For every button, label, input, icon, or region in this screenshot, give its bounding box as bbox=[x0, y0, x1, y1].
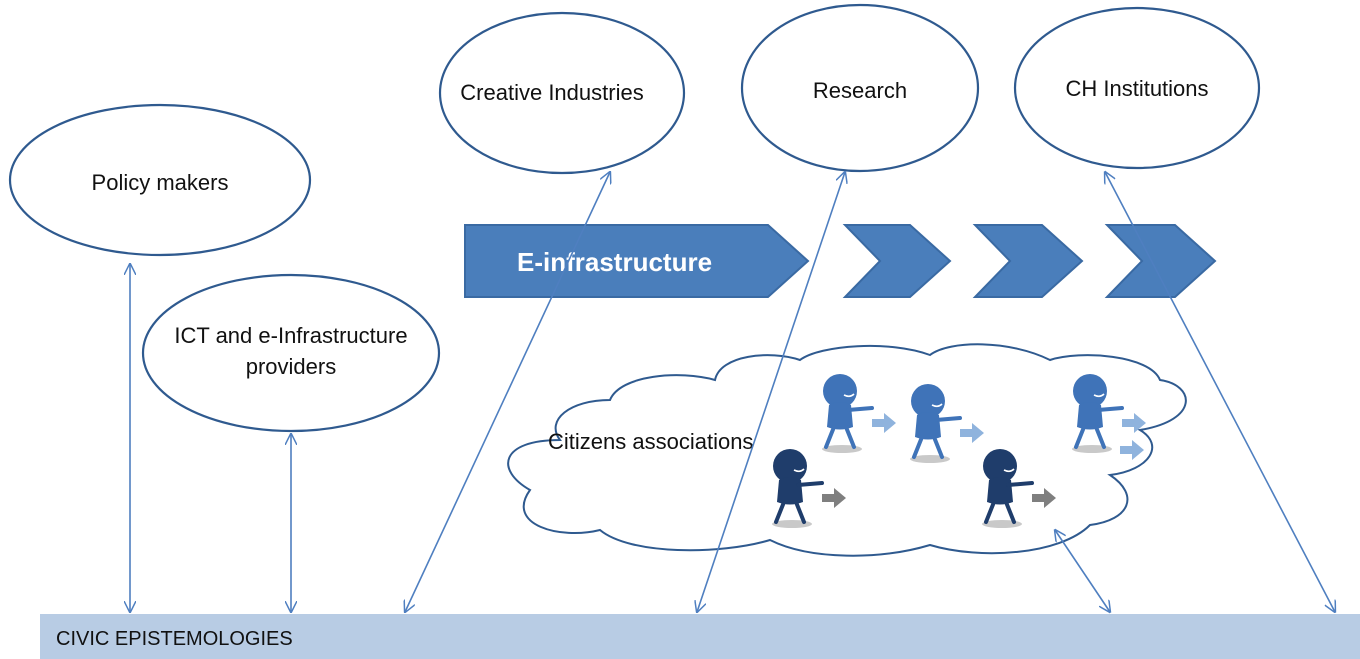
person-legs bbox=[984, 500, 1016, 524]
e-infrastructure-chevron-3 bbox=[1104, 224, 1217, 298]
citizens-associations-label: Citizens associations bbox=[548, 429, 753, 454]
person-figure bbox=[982, 449, 1056, 528]
person-arm bbox=[846, 406, 874, 412]
creative-industries-label: Creative Industries bbox=[460, 80, 643, 105]
person-body bbox=[777, 477, 803, 505]
person-body bbox=[827, 402, 853, 430]
ict-providers-node bbox=[141, 273, 441, 433]
e-infrastructure-label: E-infrastructure bbox=[517, 247, 712, 277]
person-legs bbox=[774, 500, 806, 524]
person-legs bbox=[1074, 425, 1106, 449]
civic-epistemologies-label: CIVIC EPISTEMOLOGIES bbox=[56, 628, 293, 650]
person-face bbox=[1093, 393, 1105, 398]
citizens-associations-connector bbox=[1055, 530, 1110, 612]
person-direction-arrow bbox=[960, 423, 984, 443]
ict-providers-label-line2: providers bbox=[246, 354, 336, 379]
person-face bbox=[843, 393, 855, 398]
policy-makers-node bbox=[8, 103, 312, 257]
person-body bbox=[1077, 402, 1103, 430]
person-arm bbox=[1096, 406, 1124, 412]
policy-makers-label: Policy makers bbox=[92, 170, 229, 195]
person-face bbox=[793, 468, 805, 473]
person-face bbox=[1003, 468, 1015, 473]
research-connector bbox=[697, 172, 845, 612]
person-head bbox=[773, 449, 807, 483]
person-head bbox=[983, 449, 1017, 483]
ict-providers-label-line1: ICT and e-Infrastructure bbox=[174, 323, 407, 348]
person-figure bbox=[910, 384, 984, 463]
person-legs bbox=[912, 435, 944, 459]
people-group bbox=[772, 374, 1146, 528]
e-infrastructure-chevron-2 bbox=[972, 224, 1084, 298]
person-arm bbox=[796, 481, 824, 487]
person-direction-arrow bbox=[1032, 488, 1056, 508]
ch-institutions-connector bbox=[1105, 172, 1335, 612]
person-figure bbox=[822, 374, 896, 453]
person-legs bbox=[824, 425, 856, 449]
person-direction-arrow bbox=[822, 488, 846, 508]
person-head bbox=[1073, 374, 1107, 408]
person-body bbox=[987, 477, 1013, 505]
research-label: Research bbox=[813, 78, 907, 103]
person-figure bbox=[772, 449, 846, 528]
person-direction-arrow bbox=[1120, 440, 1144, 460]
person-face bbox=[931, 403, 943, 408]
person-head bbox=[823, 374, 857, 408]
person-arm bbox=[934, 416, 962, 422]
person-head bbox=[911, 384, 945, 418]
person-arm bbox=[1006, 481, 1034, 487]
civic-epistemologies-band bbox=[40, 614, 1360, 659]
person-figure bbox=[1120, 440, 1144, 460]
ch-institutions-label: CH Institutions bbox=[1065, 76, 1208, 101]
person-figure bbox=[1072, 374, 1146, 453]
person-direction-arrow bbox=[1122, 413, 1146, 433]
e-infrastructure-chevron-1 bbox=[842, 224, 952, 298]
ch-institutions-node bbox=[1013, 6, 1261, 170]
person-body bbox=[915, 412, 941, 440]
creative-industries-connector bbox=[405, 172, 610, 612]
person-direction-arrow bbox=[872, 413, 896, 433]
research-node bbox=[740, 3, 980, 173]
